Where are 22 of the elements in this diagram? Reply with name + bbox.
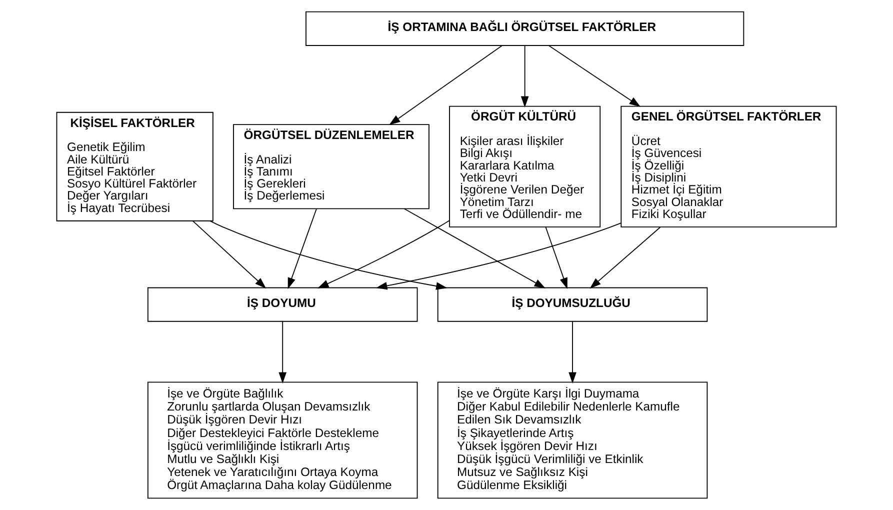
node-box: İŞ DOYUMU [147, 287, 418, 322]
node-box: İŞ ORTAMINA BAĞLI ÖRGÜTSEL FAKTÖRLER [306, 11, 744, 46]
arrow [568, 321, 576, 384]
arrow [278, 321, 287, 384]
node-box: İşe ve Örgüte Karşı İlgi Duymama Diğer Kabul Edilebilir Nedenlerle Kamufle Edilen Sık Devamsızlık İş Şikayetlerinde Artış Yüksek İşgören Devir Hızı Düşük İşgücü Verimliliği ve Etkinlik Mutsuz ve Sağlıksız Kişi Güdülenme Eksikliği [437, 382, 708, 499]
node-box: İşe ve Örgüte Bağlılık Zorunlu şartlarda Oluşan Devamsızlık Düşük İşgören Devir Hızı Diğer Destekleyici Faktörle Destekleme İşgücü verimliliğinde İstikrarlı Artış Mutlu ve Sağlıklı Kişi Yetenek ve Yaratıcılığını Ortaya Koyma Örgüt Amaçlarına Daha kolay Güdülenme [147, 382, 418, 499]
arrow [548, 45, 641, 107]
node-box: İŞ DOYUMSUZLUĞU [437, 287, 708, 322]
arrow [545, 226, 568, 289]
node-box: GENEL ÖRGÜTSEL FAKTÖRLER Ücret İş Güvencesi İş Özelliği İş Disiplini Hizmet İçi Eğitim Sosyal Olanaklar Fiziki Koşullar [620, 106, 837, 228]
arrow [389, 45, 502, 126]
arrow [590, 226, 661, 289]
node-box: ÖRGÜTSEL DÜZENLEMELER İş Analizi İş Tanımı İş Gerekleri İş Değerlemesi [233, 124, 430, 210]
node-box: ÖRGÜT KÜLTÜRÜ Kişiler arası İlişkiler Bilgi Akışı Kararlara Katılma Yetki Devri İşgörene Verilen Değer Yönetim Tarzı Terfi ve Ödüllendir- me [449, 106, 601, 228]
arrow [192, 220, 266, 288]
arrow [317, 220, 450, 288]
arrow [288, 208, 317, 290]
arrow [210, 220, 448, 290]
arrow [404, 208, 546, 288]
arrow [376, 222, 622, 290]
node-box: KİŞİSEL FAKTÖRLER Genetik Eğilim Aile Kültürü Eğitsel Faktörler Sosyo Kültürel Faktörler Değer Yargıları İş Hayatı Tecrübesi [56, 112, 214, 222]
arrow [520, 45, 529, 108]
